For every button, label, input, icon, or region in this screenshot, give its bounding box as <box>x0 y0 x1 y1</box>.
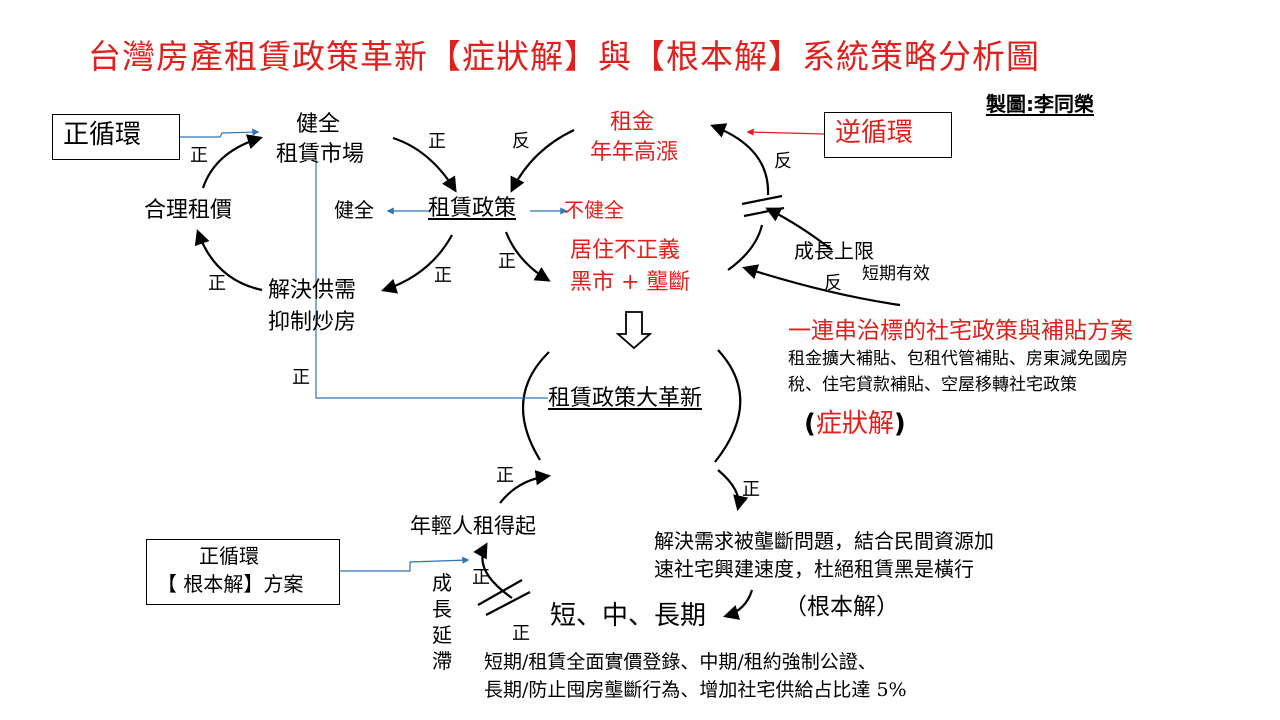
delay-mark-upper-1 <box>741 194 783 206</box>
node-youth: 年輕人租得起 <box>410 514 536 538</box>
blue-line-root-to-youth <box>340 556 470 572</box>
sign-pos-2: 正 <box>428 131 446 152</box>
symptom-detail-line2: 稅、住宅貸款補貼、空屋移轉社宅政策 <box>788 375 1077 395</box>
arrow-to-rent <box>710 123 770 196</box>
sign-pos-6: 正 <box>292 367 310 388</box>
blue-line-positive-to-market <box>180 128 260 138</box>
growth-delay-4: 滯 <box>432 649 452 673</box>
node-rent-rising-line1: 租金 <box>610 110 655 135</box>
root-label: （根本解） <box>784 594 899 620</box>
reform-right-paren <box>714 349 742 463</box>
arrow-reform-to-solution <box>717 469 749 512</box>
arrow-injustice-to-rent <box>727 224 764 271</box>
arrow-policy-to-injustice <box>504 231 551 282</box>
node-rental-policy: 租賃政策 <box>428 196 517 221</box>
page-title: 台灣房產租賃政策革新【症狀解】與【根本解】系統策略分析圖 <box>88 37 1040 76</box>
sign-pos-3: 正 <box>208 273 226 294</box>
node-fair-rent: 合理租價 <box>144 198 233 223</box>
node-supply-line2: 抑制炒房 <box>268 310 357 335</box>
symptom-label: (症狀解) <box>804 409 906 440</box>
arrow-rent-to-policy <box>510 129 575 193</box>
sign-pos-lower-1: 正 <box>496 465 514 486</box>
symptom-paren-open: ( <box>804 409 816 439</box>
delay-mark-lower-1 <box>477 579 523 606</box>
delay-mark-lower-2 <box>485 591 531 616</box>
growth-delay-2: 長 <box>432 597 452 621</box>
arrow-growth-limit <box>765 207 833 251</box>
arrow-symptom-to-loop <box>742 264 901 307</box>
growth-delay-3: 延 <box>432 623 452 647</box>
label-unhealthy: 不健全 <box>564 198 624 222</box>
short-term-label: 短期有效 <box>862 264 930 284</box>
sign-pos-4: 正 <box>434 265 452 286</box>
node-terms: 短、中、長期 <box>550 601 707 631</box>
hollow-down-arrow <box>615 311 653 350</box>
reverse-loop-box: 逆循環 <box>824 112 952 158</box>
symptom-headline: 一連串治標的社宅政策與補貼方案 <box>788 318 1133 344</box>
arrow-solution-to-terms <box>723 589 754 620</box>
arrow-youth-to-reform <box>499 470 552 504</box>
node-rent-rising-line2: 年年高漲 <box>590 140 679 165</box>
blue-line-reform-to-market <box>315 158 548 399</box>
growth-delay-1: 成 <box>432 571 452 595</box>
symptom-label-text: 症狀解 <box>815 409 894 439</box>
positive-loop-box: 正循環 <box>52 114 180 160</box>
sign-neg-2: 反 <box>774 151 792 172</box>
solution-line2: 速社宅興建速度，杜絕租賃黑是橫行 <box>654 557 974 581</box>
node-injustice-line2: 黑市 + 壟斷 <box>570 270 691 295</box>
reform-label: 租賃政策大革新 <box>548 386 703 411</box>
arrow-market-to-policy <box>392 136 457 193</box>
sign-pos-lower-3: 正 <box>472 567 490 588</box>
root-box-line1: 正循環 <box>199 544 259 568</box>
label-healthy: 健全 <box>334 198 374 222</box>
symptom-detail-line1: 租金擴大補貼、包租代管補貼、房東減免國房 <box>788 349 1128 369</box>
symptom-paren-close: ) <box>893 409 906 439</box>
reform-left-paren <box>521 351 550 461</box>
sign-neg-3: 反 <box>824 273 842 294</box>
sign-neg-1: 反 <box>512 131 530 152</box>
reverse-loop-label: 逆循環 <box>835 118 914 148</box>
plan-line2: 長期/防止囤房壟斷行為、增加社宅供給占比達 5% <box>484 679 907 701</box>
node-supply-line1: 解決供需 <box>268 278 357 303</box>
node-healthy-market-line1: 健全 <box>296 112 341 137</box>
growth-limit-label: 成長上限 <box>794 239 874 263</box>
arrow-policy-to-supply <box>381 234 453 294</box>
sign-pos-lower-2: 正 <box>742 479 760 500</box>
solution-line1: 解決需求被壟斷問題，結合民間資源加 <box>654 529 994 553</box>
root-solution-box: 正循環 【 根本解】方案 <box>146 539 340 605</box>
author-credit: 製圖:李同榮 <box>986 92 1094 116</box>
sign-pos-5: 正 <box>498 251 516 272</box>
arrow-fairprice-to-market <box>201 134 263 189</box>
node-healthy-market-line2: 租賃市場 <box>276 142 365 167</box>
node-injustice-line1: 居住不正義 <box>570 238 681 263</box>
plan-line1: 短期/租賃全面實價登錄、中期/租約強制公證、 <box>484 651 877 673</box>
root-box-line2: 【 根本解】方案 <box>157 572 304 596</box>
sign-pos-1: 正 <box>190 145 208 166</box>
arrow-supply-to-fairprice <box>194 229 263 292</box>
positive-loop-label: 正循環 <box>63 120 142 150</box>
sign-pos-lower-4: 正 <box>512 623 530 644</box>
arrow-terms-to-youth <box>473 542 513 599</box>
red-line-reverse-to-rent <box>746 128 825 136</box>
